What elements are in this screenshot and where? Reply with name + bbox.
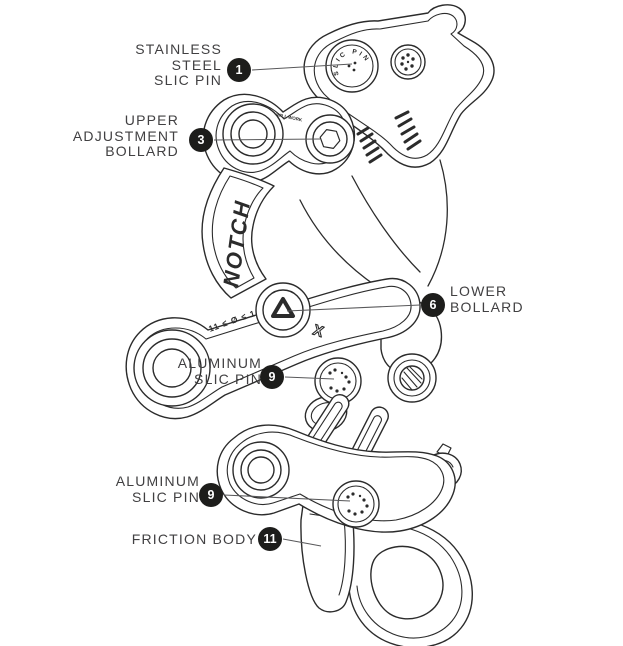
callout-line: ALUMINUM — [115, 473, 200, 489]
callout-line: LOWER — [450, 283, 508, 299]
callout-badge-3: 3 — [189, 128, 213, 152]
leader-9b — [223, 494, 351, 502]
friction-body — [300, 504, 355, 613]
callout-label-lower-bollard: LOWER BOLLARD — [450, 283, 524, 315]
leader-6 — [286, 304, 421, 312]
callout-badge-6: 6 — [421, 293, 445, 317]
callout-line: STEEL — [171, 56, 222, 73]
callout-line: SLIC PIN — [132, 488, 200, 505]
callout-line: SLIC PIN — [194, 370, 262, 387]
attachment-eye — [387, 353, 437, 403]
aluminum-slic-pin-lower — [332, 480, 380, 528]
callout-label-stainless-steel-slic-pin: STAINLESS STEEL SLIC PIN — [135, 41, 222, 89]
arm-engraving: WILL WORK — [276, 112, 304, 123]
callout-line: BOLLARD — [105, 143, 179, 159]
grip-ridges — [356, 110, 422, 164]
callout-line: UPPER — [124, 112, 179, 128]
callout-label-upper-adjustment-bollard: UPPER ADJUSTMENT BOLLARD — [72, 112, 179, 160]
main-body-neck: NOTCH — [201, 167, 275, 299]
callout-line: ADJUSTMENT — [72, 127, 179, 144]
leader-9a — [284, 376, 335, 380]
callout-label-aluminum-slic-pin-middle: ALUMINUM SLIC PIN — [177, 355, 262, 387]
callout-badge-9a: 9 — [260, 365, 284, 389]
lower-bollard: X — [255, 282, 326, 341]
callout-badge-11: 11 — [258, 527, 282, 551]
stainless-slic-pin: SLIC PIN — [325, 39, 379, 93]
callout-line: SLIC PIN — [154, 72, 222, 88]
leader-lines — [213, 63, 421, 547]
lower-arm — [216, 424, 456, 533]
callout-line: STAINLESS — [135, 41, 222, 57]
upper-dot-pin — [390, 44, 426, 80]
leader-3 — [213, 138, 321, 141]
leader-11 — [282, 538, 322, 547]
middle-swing-arm: 11 ≤ Ø ≤ 13MM — [125, 277, 421, 420]
backplate-lines — [299, 159, 448, 287]
callout-badge-9b: 9 — [199, 483, 223, 507]
callout-label-aluminum-slic-pin-lower: ALUMINUM SLIC PIN — [115, 473, 200, 505]
callout-badge-1: 1 — [227, 58, 251, 82]
leader-1 — [251, 63, 353, 71]
callout-label-friction-body: FRICTION BODY — [131, 531, 257, 548]
hook-loop — [347, 516, 473, 646]
upper-arm: WILL WORK — [202, 93, 356, 184]
callout-line: BOLLARD — [450, 298, 524, 315]
callout-line: ALUMINUM — [177, 355, 262, 371]
aluminum-slic-pin-middle — [314, 357, 362, 405]
callout-line: FRICTION BODY — [131, 531, 257, 547]
upper-adjustment-bollard — [305, 114, 355, 164]
